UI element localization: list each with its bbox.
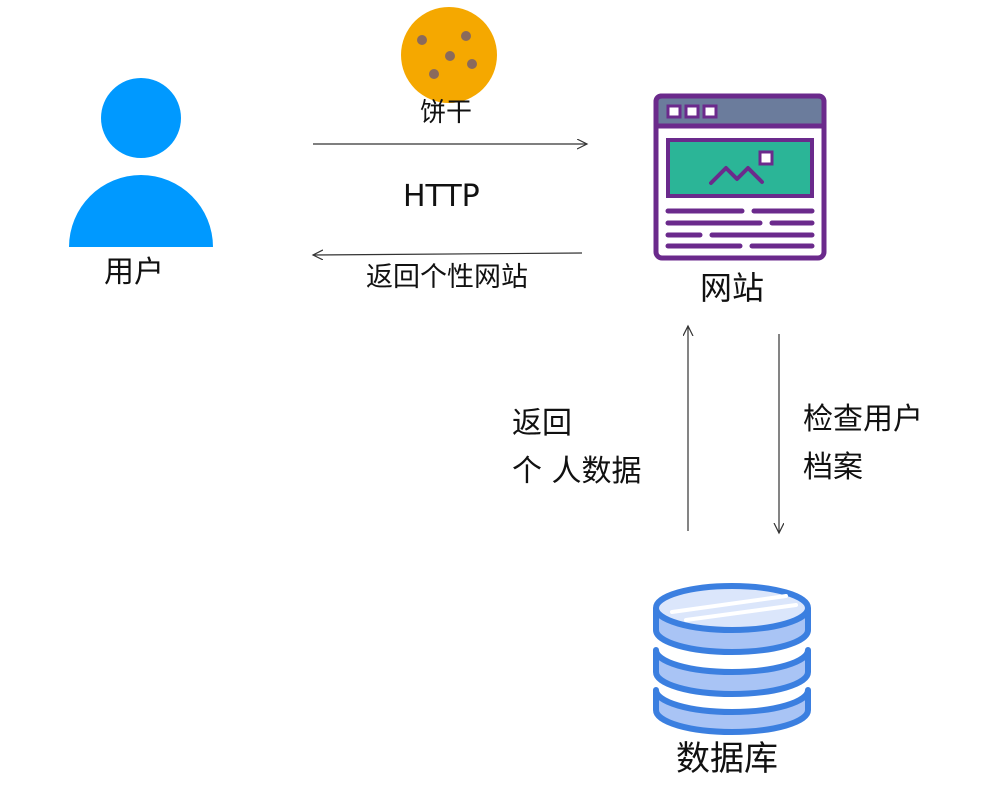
cookie-icon	[401, 7, 497, 103]
cookie-label: 饼干	[420, 98, 473, 128]
browser-window-icon	[653, 93, 827, 261]
arrow-website-to-user	[313, 253, 583, 255]
user-label: 用户	[104, 255, 164, 290]
database-label: 数据库	[676, 739, 778, 779]
database-icon	[653, 583, 811, 735]
http-label: HTTP	[403, 179, 480, 214]
check-profile-label: 检查用户 档案	[803, 402, 923, 485]
return-site-label: 返回个性网站	[366, 262, 528, 293]
website-label: 网站	[700, 269, 765, 307]
user-icon	[69, 78, 213, 247]
return-data-label: 返回 个 人数据	[512, 406, 642, 489]
